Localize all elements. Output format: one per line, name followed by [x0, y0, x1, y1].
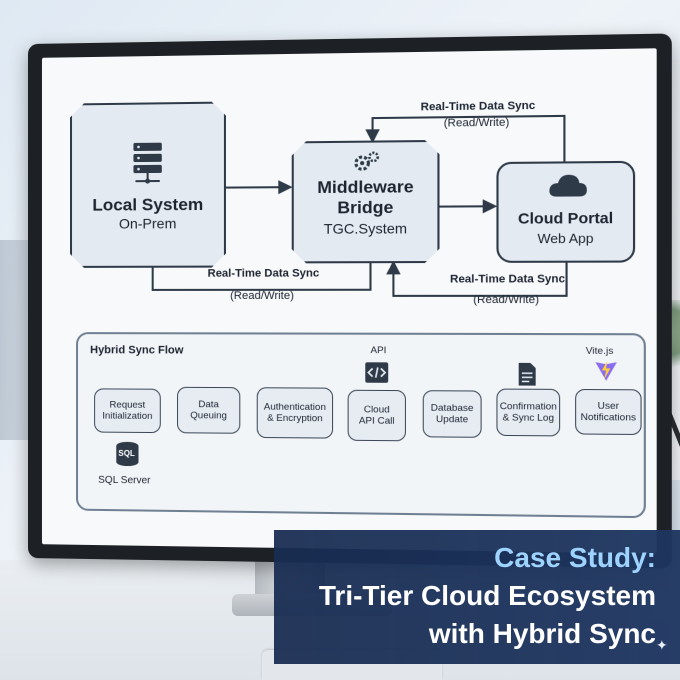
- gears-icon: [352, 151, 381, 174]
- monitor-screen: Local System On-Prem Middleware Bridge T…: [42, 48, 657, 553]
- sql-server-label: SQL Server: [98, 474, 151, 487]
- monitor: Local System On-Prem Middleware Bridge T…: [28, 33, 672, 568]
- cloud-portal-title: Cloud Portal: [518, 209, 614, 228]
- database-icon: [116, 441, 139, 467]
- sparkle-icon: ✦: [656, 637, 668, 653]
- document-icon: [518, 362, 536, 386]
- local-system-title: Local System: [92, 194, 204, 215]
- cloud-portal-subtitle: Web App: [537, 230, 594, 247]
- step-authentication-encryption: Authentication& Encryption: [256, 387, 334, 439]
- local-system-box: Local System On-Prem: [70, 102, 226, 268]
- sql-badge: SQL: [118, 448, 135, 459]
- middleware-subtitle: TGC.System: [323, 220, 408, 237]
- top-sync-label: Real-Time Data Sync: [420, 99, 536, 114]
- bottom-left-sync-mode: (Read/Write): [230, 289, 294, 303]
- cloud-portal-box: Cloud Portal Web App: [496, 160, 636, 263]
- local-system-subtitle: On-Prem: [118, 215, 177, 232]
- case-study-banner: Case Study: Tri-Tier Cloud Ecosystem wit…: [274, 530, 680, 664]
- hybrid-sync-flow-title: Hybrid Sync Flow: [90, 344, 184, 357]
- code-icon: [364, 362, 389, 383]
- step-confirmation-sync-log: Confirmation& Sync Log: [496, 388, 561, 437]
- bottom-right-sync-mode: (Read/Write): [473, 293, 540, 307]
- cloud-icon: [549, 174, 587, 197]
- server-icon: [129, 141, 165, 186]
- bottom-left-sync-label: Real-Time Data Sync: [207, 267, 320, 280]
- vite-logo-icon: [595, 361, 617, 381]
- top-sync-mode: (Read/Write): [443, 116, 510, 130]
- banner-case-study: Case Study:: [494, 542, 656, 573]
- vite-label: Vite.js: [585, 345, 614, 358]
- api-label: API: [370, 344, 387, 357]
- banner-title-line2: with Hybrid Sync: [428, 618, 656, 649]
- bottom-right-sync-label: Real-Time Data Sync: [450, 273, 566, 286]
- middleware-title-line2: Bridge: [337, 197, 394, 218]
- banner-title-line1: Tri-Tier Cloud Ecosystem: [318, 580, 656, 611]
- middleware-box: Middleware Bridge TGC.System: [292, 140, 440, 263]
- middleware-title-line1: Middleware: [317, 177, 414, 198]
